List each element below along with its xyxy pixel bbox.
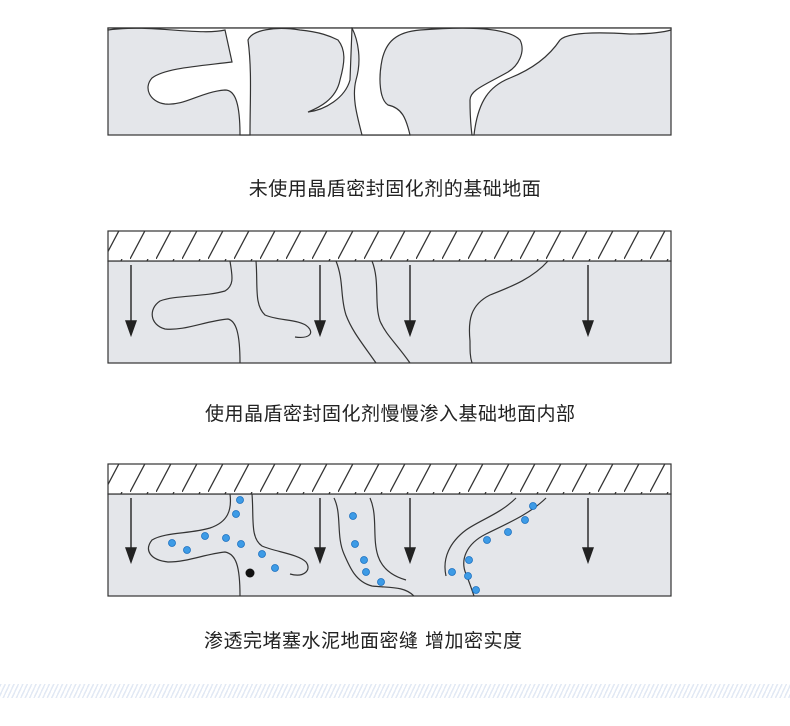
pore-outline-mid2 — [369, 497, 407, 581]
particle-dot — [448, 568, 456, 576]
particle-dot — [377, 578, 385, 586]
arrow-down-icon — [404, 265, 416, 338]
crack-pore-left — [107, 27, 353, 136]
ground-slab — [107, 260, 672, 364]
particle-dot — [183, 546, 191, 554]
particle-dot — [222, 534, 230, 542]
pore-outline-right — [463, 497, 547, 597]
particle-dot — [483, 536, 491, 544]
impurity-dot — [245, 568, 255, 578]
arrow-down-icon — [582, 265, 594, 338]
particle-dot — [529, 502, 537, 510]
pore-outline-mid — [333, 497, 415, 597]
particle-dot — [360, 556, 368, 564]
arrow-down-icon — [314, 265, 326, 338]
particle-dot — [504, 528, 512, 536]
pore-outline-right2 — [444, 497, 517, 577]
particle-dot — [168, 539, 176, 547]
particle-dot — [237, 540, 245, 548]
arrow-down-icon — [404, 498, 416, 565]
arrow-down-icon — [314, 498, 326, 565]
particle-dot — [464, 572, 472, 580]
particle-dot — [232, 510, 240, 518]
particle-dot — [349, 512, 357, 520]
particle-dot — [271, 564, 279, 572]
particle-dot — [351, 540, 359, 548]
caption-untreated: 未使用晶盾密封固化剂的基础地面 — [248, 178, 542, 200]
pore-outline-left — [147, 493, 241, 597]
particle-group — [168, 496, 537, 594]
ground-slab — [107, 493, 672, 597]
pore-outline-mid — [335, 260, 377, 364]
arrow-down-icon — [582, 498, 594, 565]
panel-untreated-ground — [107, 27, 672, 136]
panel-pores-sealed — [107, 463, 672, 597]
particle-dot — [201, 532, 209, 540]
sealant-hatching — [108, 231, 671, 261]
panel-sealant-penetrating — [107, 230, 672, 364]
pore-outline-mid2 — [371, 260, 411, 364]
particle-dot — [258, 550, 266, 558]
pore-outline-left — [151, 260, 241, 364]
caption-sealed: 渗透完堵塞水泥地面密缝 增加密实度 — [204, 630, 523, 652]
particle-dot — [465, 556, 473, 564]
crack-pore-mid — [351, 27, 672, 136]
pore-outline-right — [468, 260, 549, 364]
pore-outline-left2 — [251, 493, 309, 576]
particle-dot — [236, 496, 244, 504]
pore-outline-left2 — [255, 260, 312, 338]
caption-penetrating: 使用晶盾密封固化剂慢慢渗入基础地面内部 — [205, 403, 576, 425]
footer-stripe — [0, 684, 790, 698]
arrow-down-icon — [125, 498, 137, 565]
particle-dot — [521, 516, 529, 524]
sealant-hatching — [108, 464, 671, 494]
particle-dot — [472, 586, 480, 594]
arrow-down-icon — [125, 265, 137, 338]
particle-dot — [362, 568, 370, 576]
